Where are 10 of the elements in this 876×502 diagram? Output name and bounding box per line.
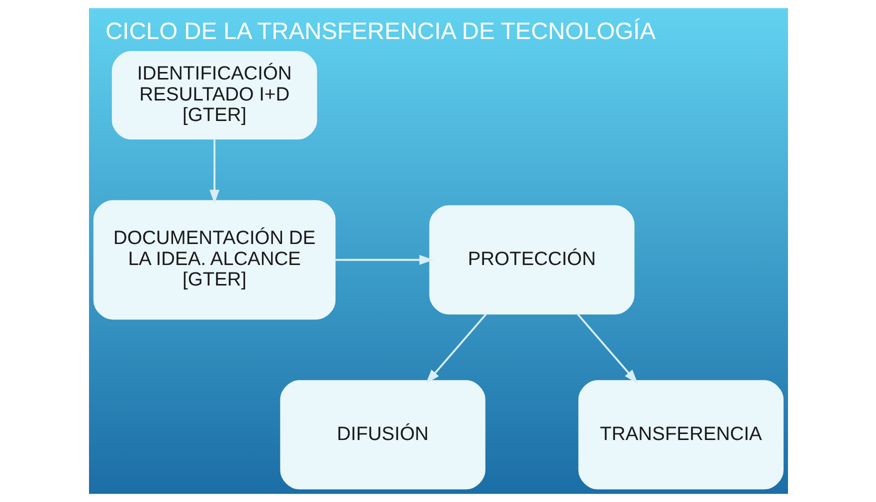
node-box: DOCUMENTACIÓN DE LA IDEA. ALCANCE [GTER] (92, 200, 336, 320)
node-box: IDENTIFICACIÓN RESULTADO I+D [GTER] (111, 50, 317, 140)
arrow (425, 312, 487, 384)
node-box: DIFUSIÓN (280, 380, 485, 490)
diagram-title: CICLO DE LA TRANSFERENCIA DE TECNOLOGÍA (104, 18, 656, 45)
node-box: PROTECCIÓN (428, 205, 634, 314)
arrow (334, 254, 434, 265)
arrow (209, 138, 219, 204)
arrow (576, 312, 638, 384)
node-box: TRANSFERENCIA (578, 380, 784, 490)
